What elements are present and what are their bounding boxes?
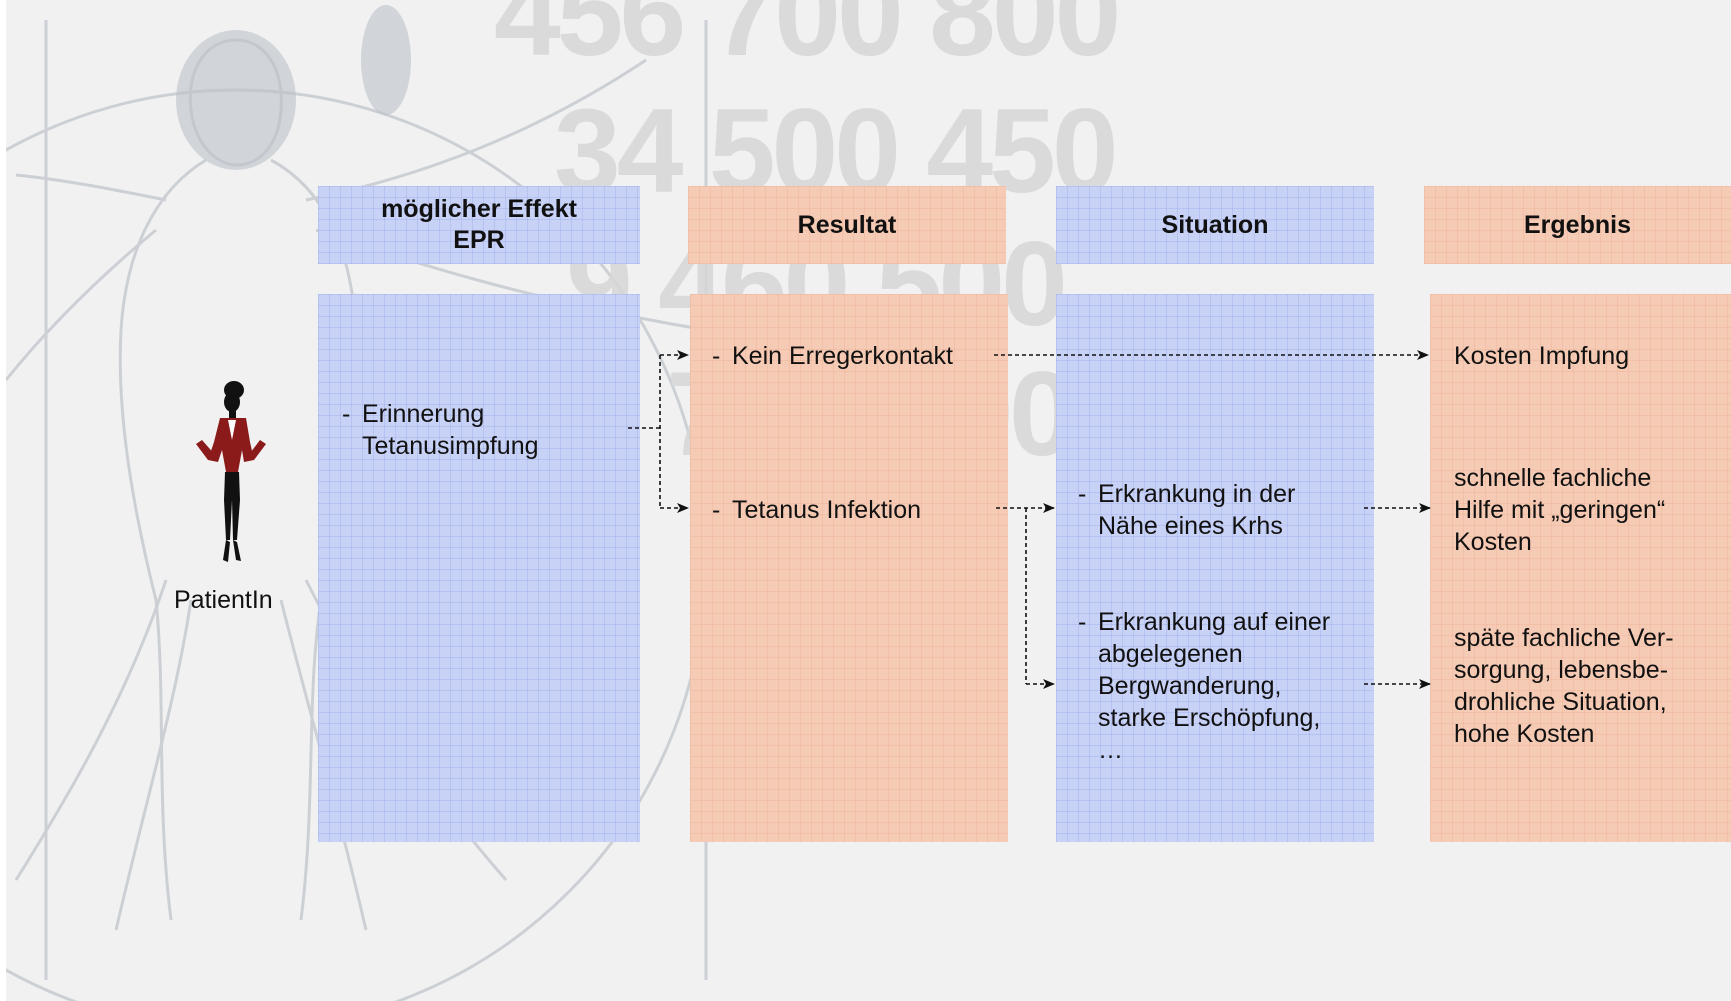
situation-line: abgelegenen (1098, 640, 1243, 668)
panel-effect (318, 294, 640, 842)
effect-item-line2: Tetanusimpfung (362, 432, 539, 460)
situation-line: Nähe eines Krhs (1098, 512, 1283, 540)
header-outcome: Ergebnis (1424, 186, 1731, 264)
outcome-line: Kosten (1454, 528, 1532, 556)
situation-line: Erkrankung auf einer (1098, 608, 1331, 636)
effect-item-line1: Erinnerung (362, 400, 485, 428)
result-item-text: Tetanus Infektion (732, 496, 922, 524)
slide: 456 700 800 34 500 450 9 460 500 780 490… (6, 0, 1731, 1001)
panel-situation (1056, 294, 1374, 842)
outcome-item-vaccine-cost: Kosten Impfung (1454, 340, 1629, 372)
situation-item-remote: -Erkrankung auf einer abgelegenen Bergwa… (1078, 606, 1330, 766)
bullet-dash: - (712, 342, 721, 370)
situation-line: starke Erschöpfung, (1098, 704, 1321, 732)
woman-figure-icon (196, 381, 266, 562)
bullet-dash: - (712, 496, 721, 524)
connector-arrows (628, 350, 1431, 689)
header-effect: möglicher Effekt EPR (318, 186, 640, 264)
background-number: 456 700 800 (494, 0, 1121, 81)
situation-item-near-hospital: -Erkrankung in der Nähe eines Krhs (1078, 478, 1295, 542)
effect-item: -Erinnerung Tetanusimpfung (342, 398, 539, 462)
bullet-dash: - (1078, 480, 1087, 508)
patient-label: PatientIn (174, 586, 273, 614)
outcome-item-late-care: späte fachliche Ver- sorgung, lebensbe- … (1454, 622, 1674, 750)
result-item-infection: -Tetanus Infektion (712, 494, 921, 526)
outcome-line: drohliche Situation, (1454, 688, 1667, 716)
situation-line: … (1098, 736, 1123, 764)
outcome-line: Kosten Impfung (1454, 342, 1630, 370)
bullet-dash: - (1078, 608, 1087, 636)
outcome-item-fast-help: schnelle fachliche Hilfe mit „geringen“ … (1454, 462, 1665, 558)
outcome-line: schnelle fachliche (1454, 464, 1652, 492)
result-item-no-contact: -Kein Erregerkontakt (712, 340, 953, 372)
header-situation-label: Situation (1161, 210, 1269, 239)
situation-line: Bergwanderung, (1098, 672, 1282, 700)
header-effect-line2: EPR (453, 226, 505, 254)
header-situation: Situation (1056, 186, 1374, 264)
header-result-label: Resultat (797, 210, 897, 239)
outcome-line: hohe Kosten (1454, 720, 1595, 748)
outcome-line: späte fachliche Ver- (1454, 624, 1674, 652)
outcome-line: sorgung, lebensbe- (1454, 656, 1669, 684)
result-item-text: Kein Erregerkontakt (732, 342, 953, 370)
header-outcome-label: Ergebnis (1524, 210, 1631, 239)
panel-result (690, 294, 1008, 842)
outcome-line: Hilfe mit „geringen“ (1454, 496, 1666, 524)
bullet-dash: - (342, 400, 351, 428)
situation-line: Erkrankung in der (1098, 480, 1296, 508)
panel-outcome (1430, 294, 1731, 842)
header-effect-line1: möglicher Effekt (381, 195, 577, 223)
header-result: Resultat (688, 186, 1006, 264)
